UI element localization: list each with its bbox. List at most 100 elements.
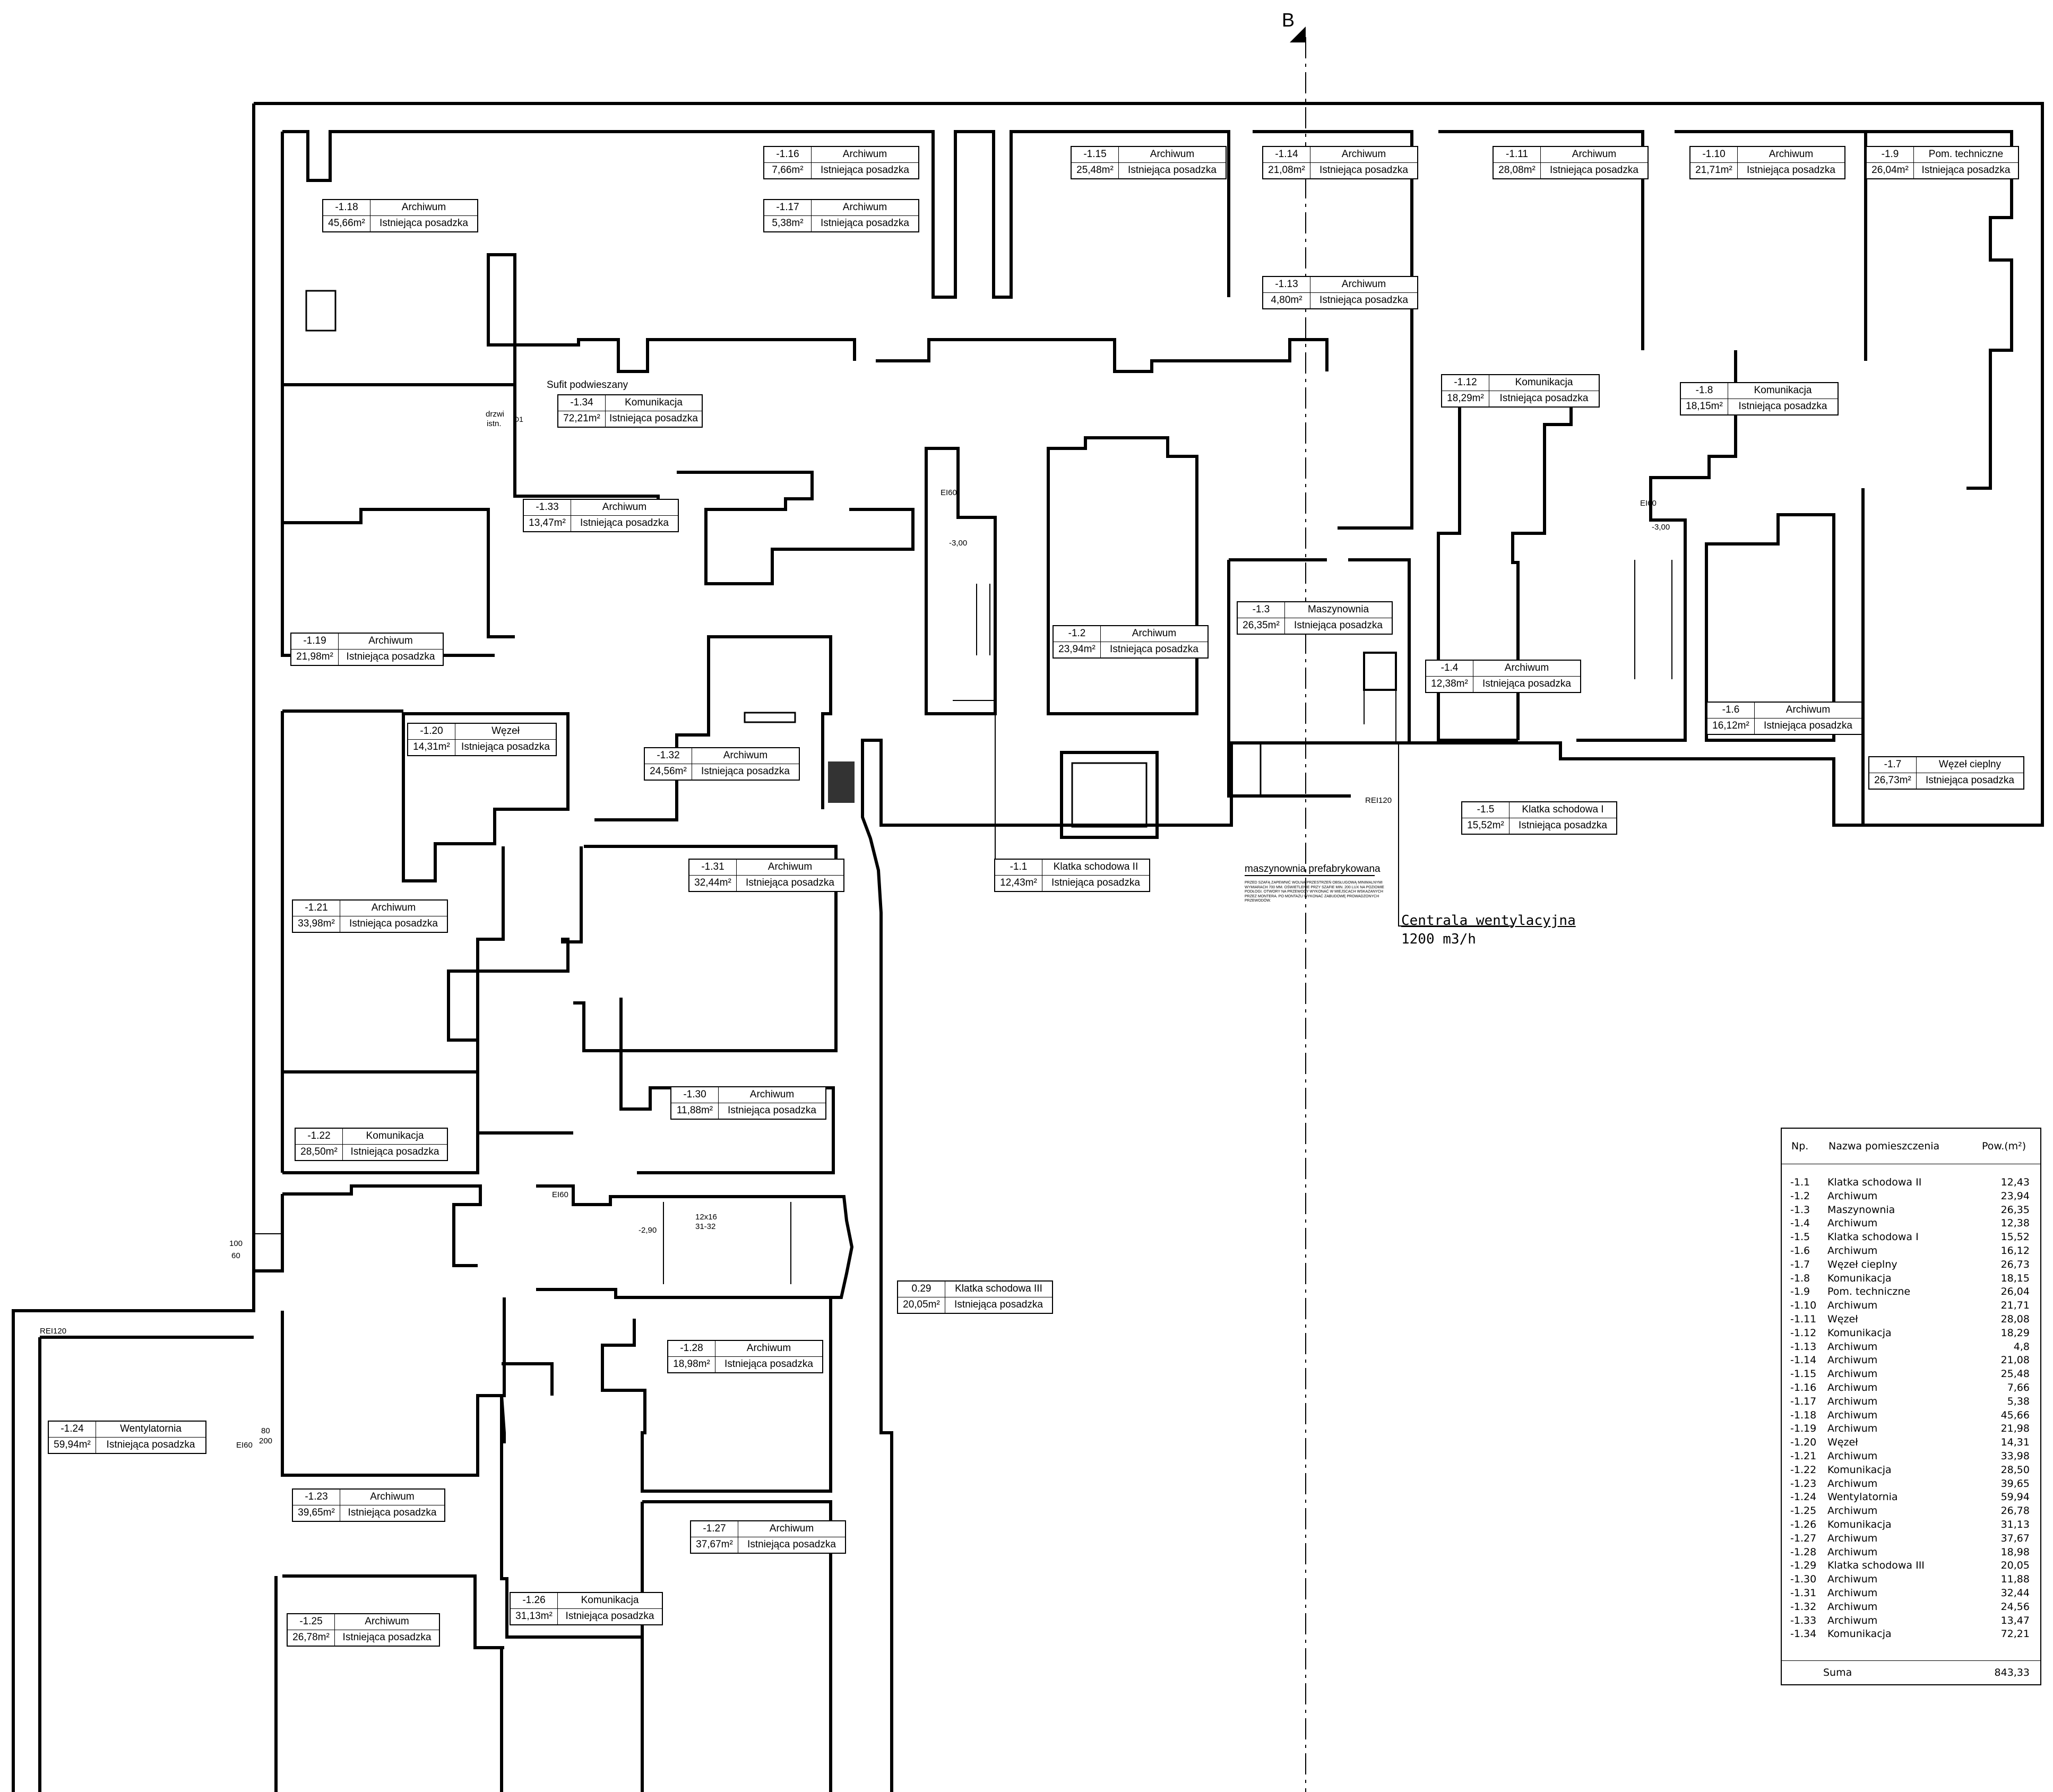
- room-123: [282, 1184, 482, 1267]
- row-number: -1.14: [1790, 1354, 1817, 1366]
- sum-label: Suma: [1823, 1667, 1852, 1679]
- room-123-b: [254, 1194, 506, 1477]
- row-number: -1.33: [1790, 1614, 1817, 1626]
- opening-100: [253, 1233, 283, 1271]
- table-sum-row: Suma 843,33: [1782, 1660, 2040, 1684]
- room-floor: Istniejąca posadzka: [728, 1105, 816, 1116]
- room-132: [594, 635, 832, 821]
- row-name: Archiwum: [1827, 1395, 1878, 1407]
- room-number: -1.26: [511, 1593, 558, 1608]
- sufit-label: Sufit podwieszany: [547, 379, 628, 391]
- room-area: 26,73m²: [1869, 773, 1917, 789]
- room-name: Komunikacja: [366, 1130, 424, 1141]
- stair-flight-b: [1634, 560, 1672, 679]
- room-floor: Istniejąca posadzka: [1128, 165, 1217, 176]
- room-13: [1229, 558, 1411, 743]
- room-floor: Istniejąca posadzka: [1519, 820, 1607, 831]
- room-number: -1.32: [645, 748, 692, 764]
- door-label-istn: istn.: [487, 419, 502, 428]
- room-name: Klatka schodowa III: [955, 1283, 1042, 1294]
- room-13-left: [1227, 560, 1351, 798]
- row-area: 25,48: [2000, 1368, 2030, 1380]
- stair-ii: [925, 447, 997, 715]
- room-floor: Istniejąca posadzka: [1110, 644, 1198, 655]
- row-area: 11,88: [2000, 1573, 2030, 1586]
- room-number: -1.20: [408, 724, 455, 739]
- row-number: -1.30: [1790, 1573, 1817, 1586]
- room-floor: Istniejąca posadzka: [461, 741, 550, 752]
- row-name: Komunikacja: [1827, 1327, 1892, 1339]
- column-a: [305, 290, 337, 332]
- ei60-label-a: EI60: [941, 488, 957, 497]
- room-area: 59,94m²: [49, 1438, 96, 1453]
- room-name: Archiwum: [1504, 662, 1549, 673]
- row-number: -1.23: [1790, 1477, 1817, 1490]
- row-name: Archiwum: [1827, 1381, 1878, 1393]
- room-floor: Istniejąca posadzka: [701, 766, 790, 777]
- room-number: -1.14: [1263, 147, 1310, 162]
- door-width: 80: [261, 1426, 270, 1435]
- prefab-label: maszynownia prefabrykowana: [1245, 863, 1381, 875]
- row-number: -1.11: [1790, 1313, 1817, 1325]
- room-name: Wentylatornia: [120, 1423, 182, 1434]
- row-area: 18,29: [2000, 1327, 2030, 1339]
- room-number: -1.21: [293, 901, 340, 916]
- room-area: 24,56m²: [645, 764, 692, 780]
- room-name: Archiwum: [1769, 149, 1814, 160]
- row-name: Klatka schodowa III: [1827, 1560, 1925, 1572]
- room-floor: Istniejąca posadzka: [747, 1539, 836, 1550]
- row-number: -1.8: [1790, 1272, 1810, 1284]
- row-name: Archiwum: [1827, 1190, 1878, 1202]
- row-number: -1.24: [1790, 1491, 1817, 1503]
- room-125: [274, 1574, 503, 1792]
- room-area: 18,98m²: [668, 1357, 715, 1372]
- row-number: -1.29: [1790, 1560, 1817, 1572]
- room-number: -1.15: [1072, 147, 1119, 162]
- centrala-label-1: Centrala wentylacyjna: [1401, 913, 1576, 929]
- room-number: -1.13: [1263, 277, 1310, 292]
- row-area: 31,13: [2000, 1518, 2030, 1530]
- room-area: 11,88m²: [671, 1103, 719, 1119]
- shaft: [1060, 751, 1159, 839]
- header-no: Np.: [1791, 1140, 1809, 1152]
- room-name: Archiwum: [602, 501, 647, 513]
- row-name: Archiwum: [1827, 1505, 1878, 1517]
- room-floor: Istniejąca posadzka: [1051, 877, 1140, 888]
- corridor-mid: [677, 471, 915, 585]
- room-area: 12,38m²: [1426, 677, 1473, 692]
- row-number: -1.20: [1790, 1436, 1817, 1449]
- fire-door: [828, 761, 855, 803]
- room-12: [1047, 436, 1198, 715]
- room-area: 21,08m²: [1263, 163, 1310, 178]
- row-number: -1.3: [1790, 1204, 1810, 1216]
- wall-19: [1863, 130, 2013, 490]
- room-name: Archiwum: [1785, 704, 1831, 715]
- room-floor: Istniejąca posadzka: [1482, 678, 1571, 689]
- room-area: 20,05m²: [898, 1297, 945, 1313]
- row-number: -1.1: [1790, 1176, 1810, 1188]
- room-number: -1.3: [1238, 602, 1285, 618]
- row-number: -1.25: [1790, 1505, 1817, 1517]
- row-name: Węzeł: [1827, 1436, 1858, 1449]
- row-area: 7,66: [2007, 1381, 2030, 1393]
- room-area: 4,80m²: [1263, 293, 1310, 308]
- door-height: 200: [259, 1436, 273, 1445]
- row-name: Archiwum: [1827, 1409, 1878, 1421]
- room-128: [502, 1296, 832, 1493]
- door-label-drzwi: drzwi: [486, 410, 505, 419]
